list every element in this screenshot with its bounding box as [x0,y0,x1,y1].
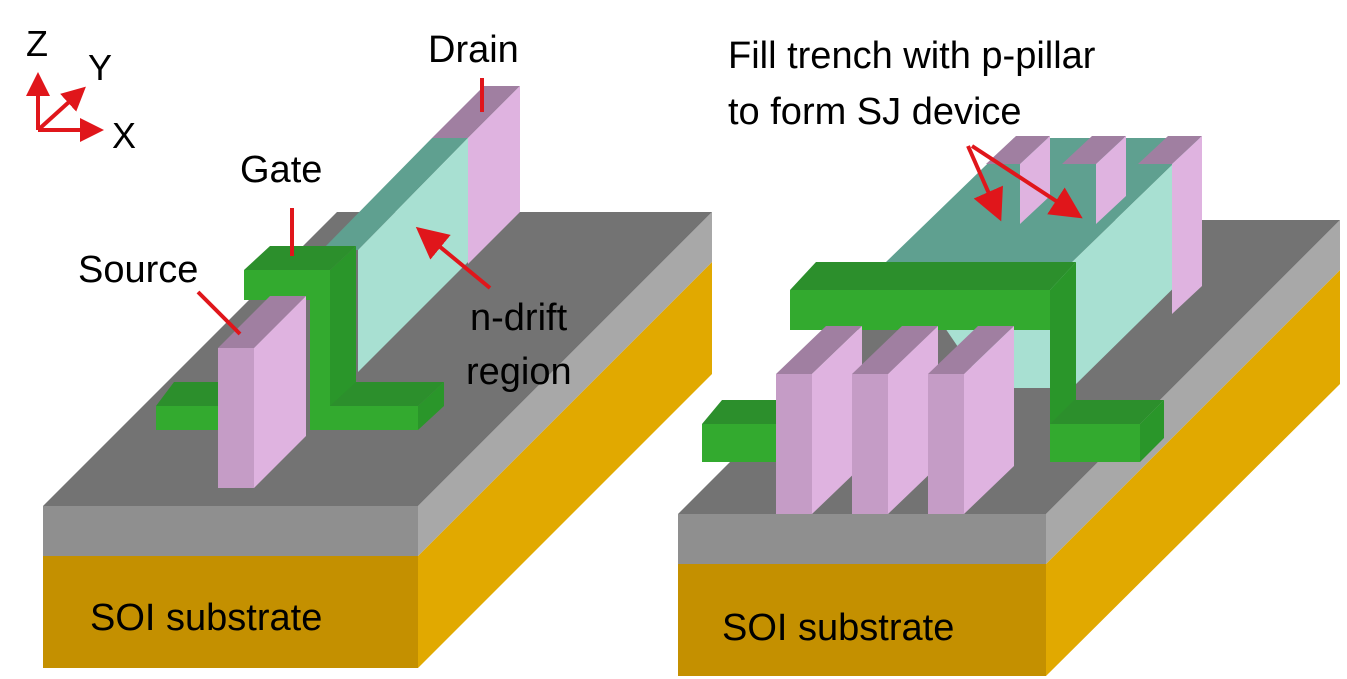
right-drain-side-3 [1172,136,1202,314]
right-source-side-2 [888,326,938,514]
left-drift-side [358,138,468,372]
right-drain-top-2 [1062,136,1126,164]
right-drift-side [1072,138,1200,388]
left-gate-top [244,246,356,270]
sj-caption-line1: Fill trench with p-pillar [728,35,1096,77]
left-drain-top [432,86,520,138]
right-gate-right-arm-top [1050,400,1164,424]
right-source-front-3 [928,374,964,514]
source-pointer [196,290,242,336]
left-gate-right-arm-side [418,382,444,430]
left-gate-cap-front [244,270,330,300]
right-gate-right-arm-front [1050,424,1140,462]
axes-indicator: Z Y X [26,23,136,156]
left-gate-leg-front [310,300,330,430]
left-source-top [218,296,306,348]
n-drift-pointer [415,226,492,290]
left-substrate-label: SOI substrate [90,597,322,639]
right-source-top-3 [928,326,1014,374]
left-gate-right-arm-top [330,382,444,406]
right-gate-top [790,262,1076,290]
right-drain-top-1 [986,136,1050,164]
y-axis-label: Y [88,47,112,88]
left-source-front [218,348,254,488]
right-source-top-2 [852,326,938,374]
left-gate-right-arm-front [330,406,418,430]
right-gate-left-arm-front [702,424,780,462]
sj-caption-line2: to form SJ device [728,91,1022,133]
right-substrate-front [678,564,1046,676]
right-source-front-2 [852,374,888,514]
z-axis-label: Z [26,23,48,64]
right-gate-front [790,290,1050,330]
left-gate-side [330,246,356,430]
left-substrate-front [43,556,418,668]
right-box-side [1046,220,1340,564]
right-source-side-3 [964,326,1014,514]
left-source-side [254,296,306,488]
left-top-surface [43,212,712,506]
y-axis-arrow [36,86,86,132]
left-device: Drain Gate Source n-drift region SOI sub… [43,29,712,668]
right-device: Fill trench with p-pillar to form SJ dev… [678,35,1340,676]
right-source-front-1 [776,374,812,514]
left-box-side [418,212,712,556]
x-axis-label: X [112,115,136,156]
right-drain-top-3 [1138,136,1202,164]
left-drain-side [468,86,520,264]
p-pillar-pointer-1 [966,145,1003,222]
left-drift-top [322,138,468,250]
source-label: Source [78,249,198,291]
right-gate-right-arm-side [1140,400,1164,462]
right-source-top-1 [776,326,862,374]
right-substrate-side [1046,270,1340,676]
right-gate-left-arm-top [702,400,800,424]
drain-label: Drain [428,29,519,71]
n-drift-label-line1: n-drift [470,297,568,339]
right-drain-side-1 [1020,136,1050,224]
left-box-front [43,506,418,556]
left-gate-left-arm-front [156,406,222,430]
right-source-side-1 [812,326,862,514]
n-drift-label-line2: region [466,351,572,393]
right-drain-side-2 [1096,136,1126,224]
left-substrate-side [418,262,712,668]
p-pillar-pointer-2 [970,144,1083,219]
right-box-front [678,514,1046,564]
right-substrate-label: SOI substrate [722,607,954,649]
gate-label: Gate [240,149,322,191]
